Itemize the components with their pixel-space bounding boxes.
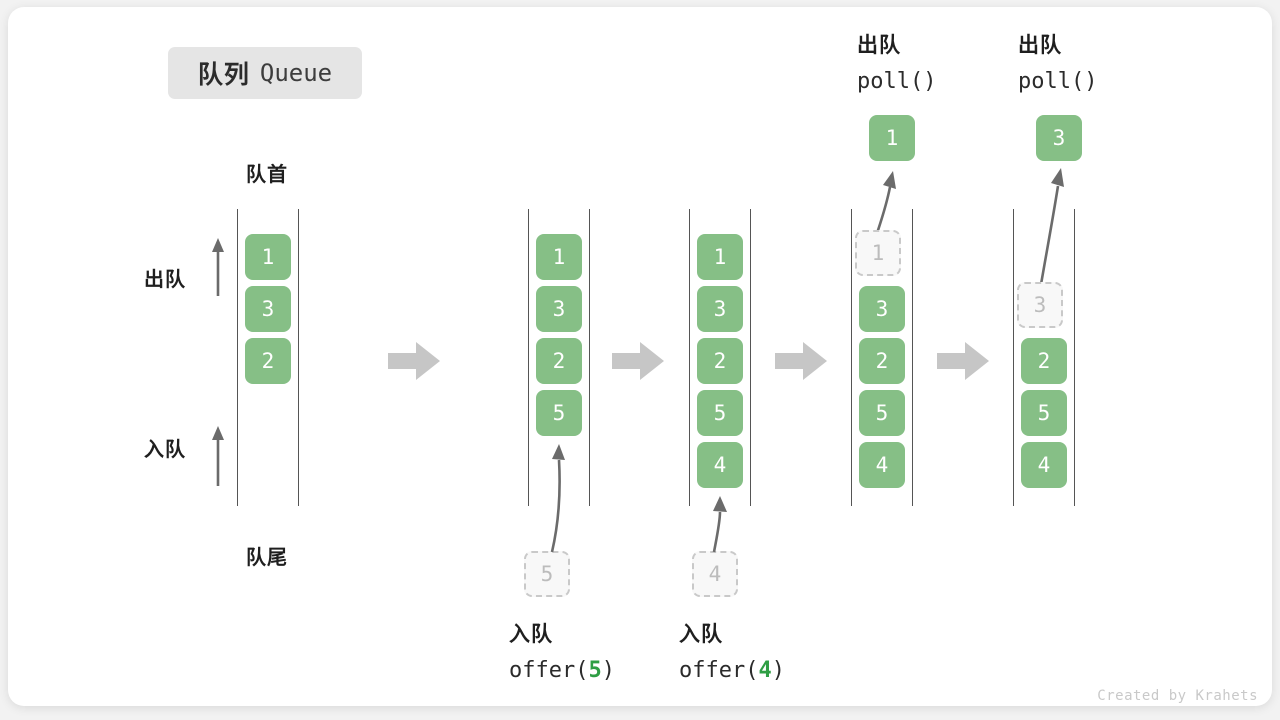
queue-cell: 2 (859, 338, 905, 384)
enqueue-arrow-5 (530, 434, 584, 554)
caption-offer-4-code-suffix: ) (771, 658, 785, 683)
credit-text: Created by Krahets (1097, 688, 1258, 704)
caption-poll-3-cn: 出队 (1018, 34, 1062, 57)
caption-offer-5-code-prefix: offer( (509, 658, 589, 683)
queue-rail-1 (237, 209, 299, 506)
queue-cell: 5 (1021, 390, 1067, 436)
enqueue-direction-arrow (205, 424, 231, 488)
caption-poll-1-code: poll() (857, 69, 937, 94)
enqueue-arrow-4 (700, 486, 744, 554)
queue-cell: 1 (536, 234, 582, 280)
queue-cell: 1 (245, 234, 291, 280)
queue-rail-4 (851, 209, 913, 506)
queue-cell: 4 (1021, 442, 1067, 488)
flow-arrow-2 (612, 340, 664, 382)
popped-cell-3: 3 (1036, 115, 1082, 161)
caption-offer-5-cn: 入队 (509, 623, 553, 646)
front-label: 队首 (246, 164, 288, 186)
queue-cell: 2 (245, 338, 291, 384)
queue-cell: 2 (697, 338, 743, 384)
queue-cell: 2 (536, 338, 582, 384)
queue-cell: 5 (859, 390, 905, 436)
caption-offer-4: 入队 offer(4) (679, 617, 785, 689)
queue-cell: 5 (697, 390, 743, 436)
flow-arrow-1 (388, 340, 440, 382)
queue-cell: 1 (697, 234, 743, 280)
caption-offer-4-code-prefix: offer( (679, 658, 759, 683)
caption-offer-4-code-arg: 4 (758, 658, 772, 683)
queue-cell: 2 (1021, 338, 1067, 384)
caption-offer-5-code-arg: 5 (588, 658, 602, 683)
queue-cell: 4 (697, 442, 743, 488)
title-badge: 队列 Queue (168, 47, 362, 99)
flow-arrow-3 (775, 340, 827, 382)
title-cn: 队列 (197, 61, 250, 89)
enqueue-side-label: 入队 (144, 439, 186, 461)
caption-offer-4-code: offer(4) (679, 653, 785, 689)
incoming-ghost-cell-5: 5 (524, 551, 570, 597)
caption-poll-3: 出队 poll() (1018, 28, 1097, 100)
queue-cell: 5 (536, 390, 582, 436)
caption-poll-1: 出队 poll() (857, 28, 936, 100)
queue-cell-ghost: 3 (1017, 282, 1063, 328)
caption-offer-5-code-suffix: ) (601, 658, 615, 683)
caption-offer-5: 入队 offer(5) (509, 617, 615, 689)
queue-rail-3 (689, 209, 751, 506)
caption-poll-3-code: poll() (1018, 69, 1098, 94)
dequeue-side-label: 出队 (144, 269, 186, 291)
queue-cell: 3 (859, 286, 905, 332)
queue-cell-ghost: 1 (855, 230, 901, 276)
queue-cell: 3 (697, 286, 743, 332)
queue-rail-2 (528, 209, 590, 506)
caption-offer-4-cn: 入队 (679, 623, 723, 646)
dequeue-direction-arrow (205, 236, 231, 298)
popped-cell-1: 1 (869, 115, 915, 161)
rear-label: 队尾 (246, 547, 288, 569)
caption-offer-5-code: offer(5) (509, 653, 615, 689)
queue-cell: 3 (536, 286, 582, 332)
flow-arrow-4 (937, 340, 989, 382)
incoming-ghost-cell-4: 4 (692, 551, 738, 597)
queue-cell: 4 (859, 442, 905, 488)
caption-poll-1-cn: 出队 (857, 34, 901, 57)
queue-cell: 3 (245, 286, 291, 332)
title-en: Queue (259, 59, 333, 87)
queue-rail-5 (1013, 209, 1075, 506)
